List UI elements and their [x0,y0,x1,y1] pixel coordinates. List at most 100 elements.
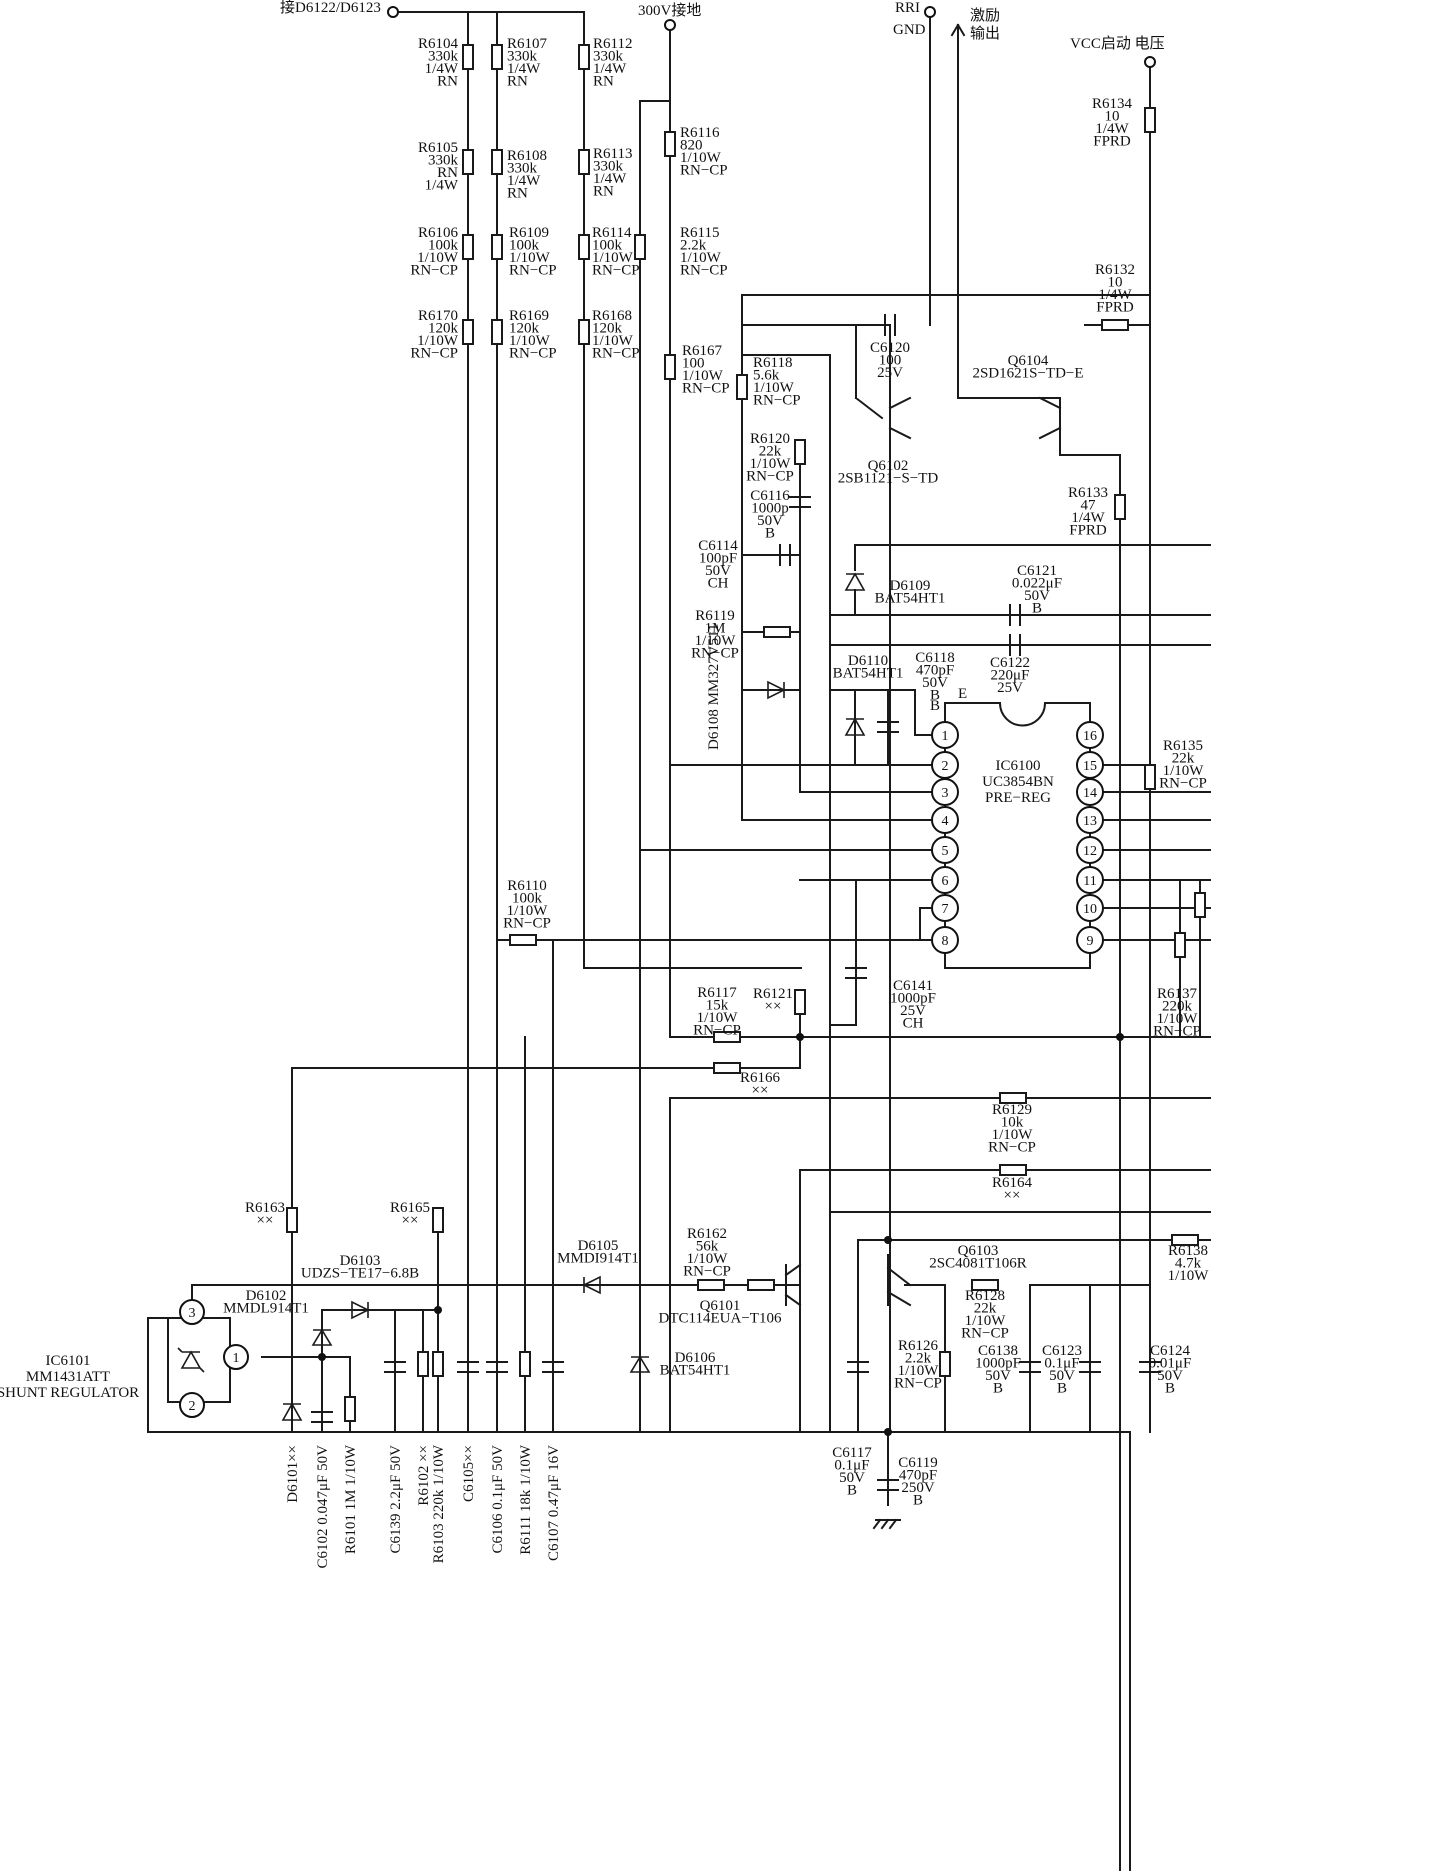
r6107-label-1: 330k [507,49,538,65]
ic6100-pin-1: 1 [942,729,949,744]
ic6100-label-0: IC6100 [996,758,1041,774]
r6105-label-2: RN [437,165,458,181]
c6119-label-3: B [913,1493,923,1509]
ic6100-pin-e: E [958,686,967,702]
c6141-label-2: 25V [900,1003,926,1019]
r6169-label-2: 1/10W [509,333,551,349]
r6167-label-3: RN−CP [682,381,730,397]
c6119-label-2: 250V [901,1480,935,1496]
c6116-label-1: 1000p [751,501,789,517]
r6118-label-0: R6118 [753,355,792,371]
c6120-label-1: 100 [879,353,902,369]
r6119-label-1: 1M [705,621,726,637]
r6107-label-3: RN [507,74,528,90]
r6163-label-0: R6163 [245,1200,285,1216]
ic6100-pin-11: 11 [1083,874,1096,889]
r6132-label-0: R6132 [1095,262,1135,278]
r6133-label-1: 47 [1081,498,1097,514]
q6104-label-1: 2SD1621S−TD−E [972,366,1083,382]
ic6101-label-0: IC6101 [46,1353,91,1369]
ic6100-pin-7: 7 [942,902,949,917]
r6112-label-0: R6112 [593,36,632,52]
ic6100-pin-15: 15 [1083,759,1097,774]
r6117-label-0: R6117 [697,985,737,1001]
r6128-label-0: R6128 [965,1288,1005,1304]
terminals [387,6,1156,68]
ic6100-pin-4: 4 [942,814,949,829]
r6126-label-3: RN−CP [894,1376,942,1392]
c6114-label-1: 100pF [699,551,737,567]
q6103-label-1: 2SC4081T106R [929,1256,1027,1272]
c6117-label-1: 0.1μF [834,1458,869,1474]
c6138-label-1: 1000pF [975,1356,1021,1372]
c6117-label-3: B [847,1483,857,1499]
d6105-label-0: D6105 [578,1238,619,1254]
transistor-bodies [784,396,1062,1307]
r6116-label-3: RN−CP [680,163,728,179]
r6132-label-1: 10 [1108,275,1123,291]
r6169-label-3: RN−CP [509,346,557,362]
r6104-label-0: R6104 [418,36,459,52]
resistor-bodies [286,44,1206,1422]
r6114-label-3: RN−CP [592,263,640,279]
terminal-300v-label: 300V接地 [638,2,701,19]
r6112-label-2: 1/4W [593,61,627,77]
r6133-label-2: 1/4W [1071,510,1105,526]
ic6101-label-1: MM1431ATT [26,1369,110,1385]
terminal-drive-label-1: 激励 [970,7,1000,24]
r6133-label-3: FPRD [1069,523,1107,539]
bottom-label-3: C6139 2.2μF 50V [388,1445,404,1554]
r6168-label-2: 1/10W [592,333,634,349]
r6109-label-3: RN−CP [509,263,557,279]
r6129-label-1: 10k [1001,1115,1024,1131]
c6123-label-3: B [1057,1381,1067,1397]
r6106-label-2: 1/10W [417,250,459,266]
c6118-label-2: 50V [922,675,948,691]
r6114-label-0: R6114 [592,225,632,241]
ic6100-pin-circles [931,721,1104,954]
r6119-label-3: RN−CP [691,646,739,662]
r6106-label-0: R6106 [418,225,459,241]
q6101-label-0: Q6101 [700,1298,741,1314]
r6108-label-0: R6108 [507,148,547,164]
r6110-label-3: RN−CP [503,916,551,932]
d6103-label-0: D6103 [340,1253,381,1269]
r6118-label-3: RN−CP [753,393,801,409]
c6118-label-3: B [930,688,940,704]
r6167-label-2: 1/10W [682,368,724,384]
r6119-label-0: R6119 [695,608,734,624]
r6116-label-2: 1/10W [680,150,722,166]
r6105-label-1: 330k [428,153,459,169]
c6114-label-0: C6114 [698,538,738,554]
c6141-label-3: CH [903,1016,924,1032]
r6109-label-2: 1/10W [509,250,551,266]
r6112-label-3: RN [593,74,614,90]
d6108-label: D6108 MM327V511 [706,623,722,750]
c6124-label-2: 50V [1157,1368,1183,1384]
r6138-label-0: R6138 [1168,1243,1208,1259]
c6118-label-1: 470pF [916,663,954,679]
c6122-label-0: C6122 [990,655,1030,671]
r6170-label-3: RN−CP [410,346,458,362]
r6118-label-2: 1/10W [753,380,795,396]
d6110-label-0: D6110 [848,653,888,669]
d6102-label-1: MMDL914T1 [223,1301,309,1317]
r6126-label-2: 1/10W [898,1363,940,1379]
c6141-label-1: 1000pF [890,991,936,1007]
r6128-label-1: 22k [974,1301,997,1317]
d6106-label-1: BAT54HT1 [660,1363,731,1379]
terminal-rri-label: RRI [895,0,920,16]
ic6100-pin-8: 8 [942,934,949,949]
r6114-label-2: 1/10W [592,250,634,266]
c6120-label-0: C6120 [870,340,910,356]
r6126-label-1: 2.2k [905,1351,932,1367]
r6168-label-3: RN−CP [592,346,640,362]
d6103-label-1: UDZS−TE17−6.8B [301,1266,419,1282]
c6124-label-0: C6124 [1150,1343,1191,1359]
ic6101-label-2: SHUNT REGULATOR [0,1385,139,1401]
c6122-label-1: 220μF [991,668,1030,684]
bottom-label-8: R6111 18k 1/10W [518,1444,534,1555]
c6123-label-0: C6123 [1042,1343,1082,1359]
r6118-label-1: 5.6k [753,368,780,384]
